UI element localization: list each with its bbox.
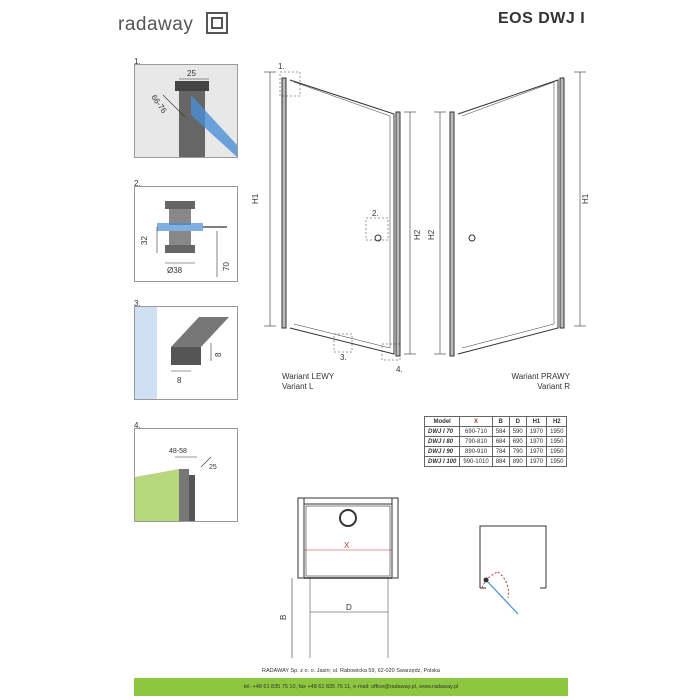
table-row: DWJ I 90 890-910 784 790 1970 1950 xyxy=(423,446,568,457)
detail-1-dim-width: 25 xyxy=(187,69,196,78)
right-variant-line1: Wariant PRAWY xyxy=(511,372,570,381)
detail-3-panel: 8 8 xyxy=(134,306,238,400)
detail-2-drawing: 32 Ø38 70 xyxy=(135,187,237,281)
right-h1-label: H1 xyxy=(581,193,590,204)
table-cell: 584 xyxy=(491,426,510,437)
table-row: DWJ I 70 690-710 584 590 1970 1950 xyxy=(423,426,568,437)
left-knob xyxy=(374,234,382,242)
detail-4-dim-depth: 25 xyxy=(209,464,217,471)
detail-4-number: 4. xyxy=(134,421,141,430)
table-cell: 690-710 xyxy=(459,426,493,437)
table-cell: 1970 xyxy=(525,426,548,437)
table-cell: 1950 xyxy=(546,446,568,457)
right-knob xyxy=(468,234,476,242)
col-d: D xyxy=(508,416,527,427)
table-cell: 990-1010 xyxy=(459,456,493,467)
right-variant-label: Wariant PRAWY Variant R xyxy=(498,372,570,392)
table-row: DWJ I 80 790-810 684 690 1970 1950 xyxy=(423,436,568,447)
col-h2: H2 xyxy=(546,416,568,427)
detail-1-drawing: 25 66-76 xyxy=(135,65,237,157)
footer-contact: tel. +48 61 835 75 10, fax +48 61 835 75… xyxy=(243,684,459,690)
col-model: Model xyxy=(423,416,461,427)
detail-2-dim-height: 32 xyxy=(140,236,149,245)
table-cell: 1950 xyxy=(546,456,568,467)
detail-4-dim-range: 48-58 xyxy=(169,448,187,455)
table-cell: 1950 xyxy=(546,426,568,437)
table-cell: DWJ I 90 xyxy=(423,446,461,457)
col-h1: H1 xyxy=(525,416,548,427)
plan-b-label: B xyxy=(279,615,288,620)
left-callout-1: 1. xyxy=(278,62,285,71)
table-cell: 1970 xyxy=(525,446,548,457)
plan-d-label: D xyxy=(346,603,352,612)
table-cell: 790-810 xyxy=(459,436,493,447)
table-cell: 790 xyxy=(508,446,527,457)
right-h2-label: H2 xyxy=(427,229,436,240)
left-variant-label: Wariant LEWY Variant L xyxy=(282,372,334,392)
left-door-panel xyxy=(289,79,395,355)
left-variant-line1: Wariant LEWY xyxy=(282,372,335,381)
left-callout-4: 4. xyxy=(396,365,403,374)
company-address: RADAWAY Sp. z o. o. Jasin; ul. Rabowicka… xyxy=(262,668,440,674)
opening-door-line xyxy=(485,579,519,615)
table-cell: 684 xyxy=(491,436,510,447)
table-row: DWJ I 100 990-1010 884 890 1970 1950 xyxy=(423,456,568,467)
right-door-panel xyxy=(457,79,559,355)
left-variant-line2: Variant L xyxy=(282,382,314,391)
table-cell: 890 xyxy=(508,456,527,467)
detail-2-dim-depth: 70 xyxy=(222,262,231,271)
table-cell: 1970 xyxy=(525,436,548,447)
brand-logo-text: radaway xyxy=(118,14,194,35)
table-cell: 1970 xyxy=(525,456,548,467)
opening-diagram xyxy=(479,525,547,615)
detail-1-panel: 25 66-76 xyxy=(134,64,238,158)
plan-view-drawing: X B D xyxy=(279,497,399,658)
detail-4-drawing: 48-58 25 xyxy=(135,429,237,521)
table-cell: 1950 xyxy=(546,436,568,447)
table-cell: DWJ I 70 xyxy=(423,426,461,437)
left-callout-3: 3. xyxy=(340,353,347,362)
detail-3-number: 3. xyxy=(134,299,141,308)
detail-3-dim-width: 8 xyxy=(177,376,182,385)
table-cell: DWJ I 80 xyxy=(423,436,461,447)
brand-logo-icon xyxy=(206,12,228,34)
detail-3-dim-height: 8 xyxy=(214,352,223,357)
detail-4-panel: 48-58 25 xyxy=(134,428,238,522)
detail-2-dim-diameter: Ø38 xyxy=(167,266,183,275)
elevation-drawings: H1 H2 H2 H1 1. 2. 3. 4. xyxy=(251,62,590,374)
left-h2-label: H2 xyxy=(413,229,422,240)
table-cell: 784 xyxy=(491,446,510,457)
plan-x-label: X xyxy=(344,541,350,550)
footer-bar: tel. +48 61 835 75 10, fax +48 61 835 75… xyxy=(134,678,568,696)
table-cell: 884 xyxy=(491,456,510,467)
left-callout-2: 2. xyxy=(372,209,379,218)
table-cell: 690 xyxy=(508,436,527,447)
spec-table: Model X B D H1 H2 DWJ I 70 690-710 584 5… xyxy=(423,416,568,467)
detail-2-panel: 32 Ø38 70 xyxy=(134,186,238,282)
table-cell: 890-910 xyxy=(459,446,493,457)
table-cell: DWJ I 100 xyxy=(423,456,461,467)
table-cell: 590 xyxy=(508,426,527,437)
drain-icon xyxy=(339,509,357,527)
left-h1-label: H1 xyxy=(251,193,260,204)
detail-2-number: 2. xyxy=(134,179,141,188)
left-wall-profile xyxy=(281,77,287,329)
col-x: X xyxy=(459,416,493,427)
detail-1-number: 1. xyxy=(134,57,141,66)
spec-table-wrap: Model X B D H1 H2 DWJ I 70 690-710 584 5… xyxy=(423,416,568,467)
detail-3-drawing: 8 8 xyxy=(135,307,237,399)
right-variant-line2: Variant R xyxy=(537,382,570,391)
spec-table-header-row: Model X B D H1 H2 xyxy=(423,416,568,427)
col-b: B xyxy=(491,416,510,427)
model-title: EOS DWJ I xyxy=(498,10,586,27)
